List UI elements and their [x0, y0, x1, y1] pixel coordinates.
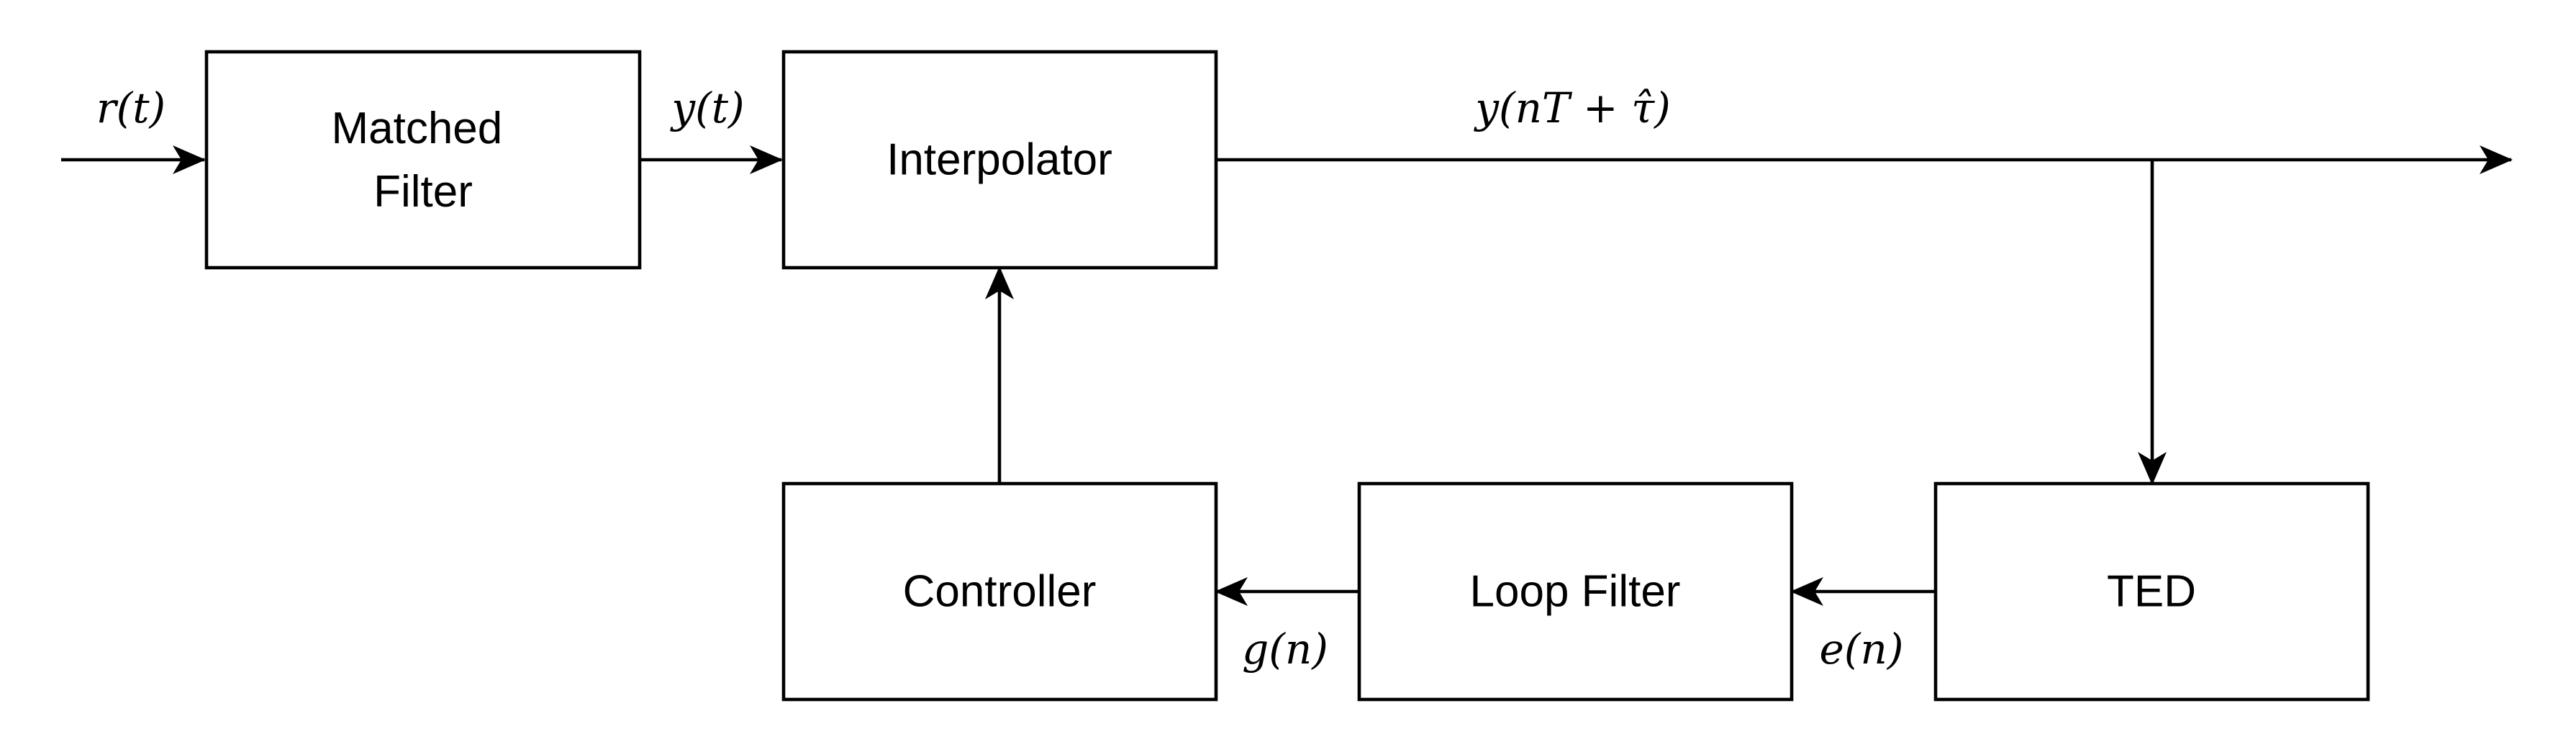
- interpolator-output-label: y(nT + τ̂): [1473, 83, 1671, 132]
- interpolator-label: Interpolator: [886, 135, 1112, 185]
- loop-filter-label: Loop Filter: [1470, 567, 1681, 617]
- loop-filter-output-label: g(n): [1242, 625, 1328, 674]
- matched-filter-block: Matched Filter: [204, 50, 642, 270]
- controller-label: Controller: [903, 567, 1097, 617]
- ted-block: TED: [1933, 481, 2370, 702]
- ted-label: TED: [2107, 567, 2196, 617]
- ted-output-label: e(n): [1820, 625, 1904, 674]
- controller-block: Controller: [781, 481, 1218, 702]
- loop-filter-block: Loop Filter: [1357, 481, 1794, 702]
- interpolator-block: Interpolator: [781, 50, 1218, 270]
- matched-filter-output-label: y(t): [669, 83, 744, 132]
- input-signal-label: r(t): [96, 83, 165, 132]
- matched-filter-label: Matched Filter: [331, 104, 514, 217]
